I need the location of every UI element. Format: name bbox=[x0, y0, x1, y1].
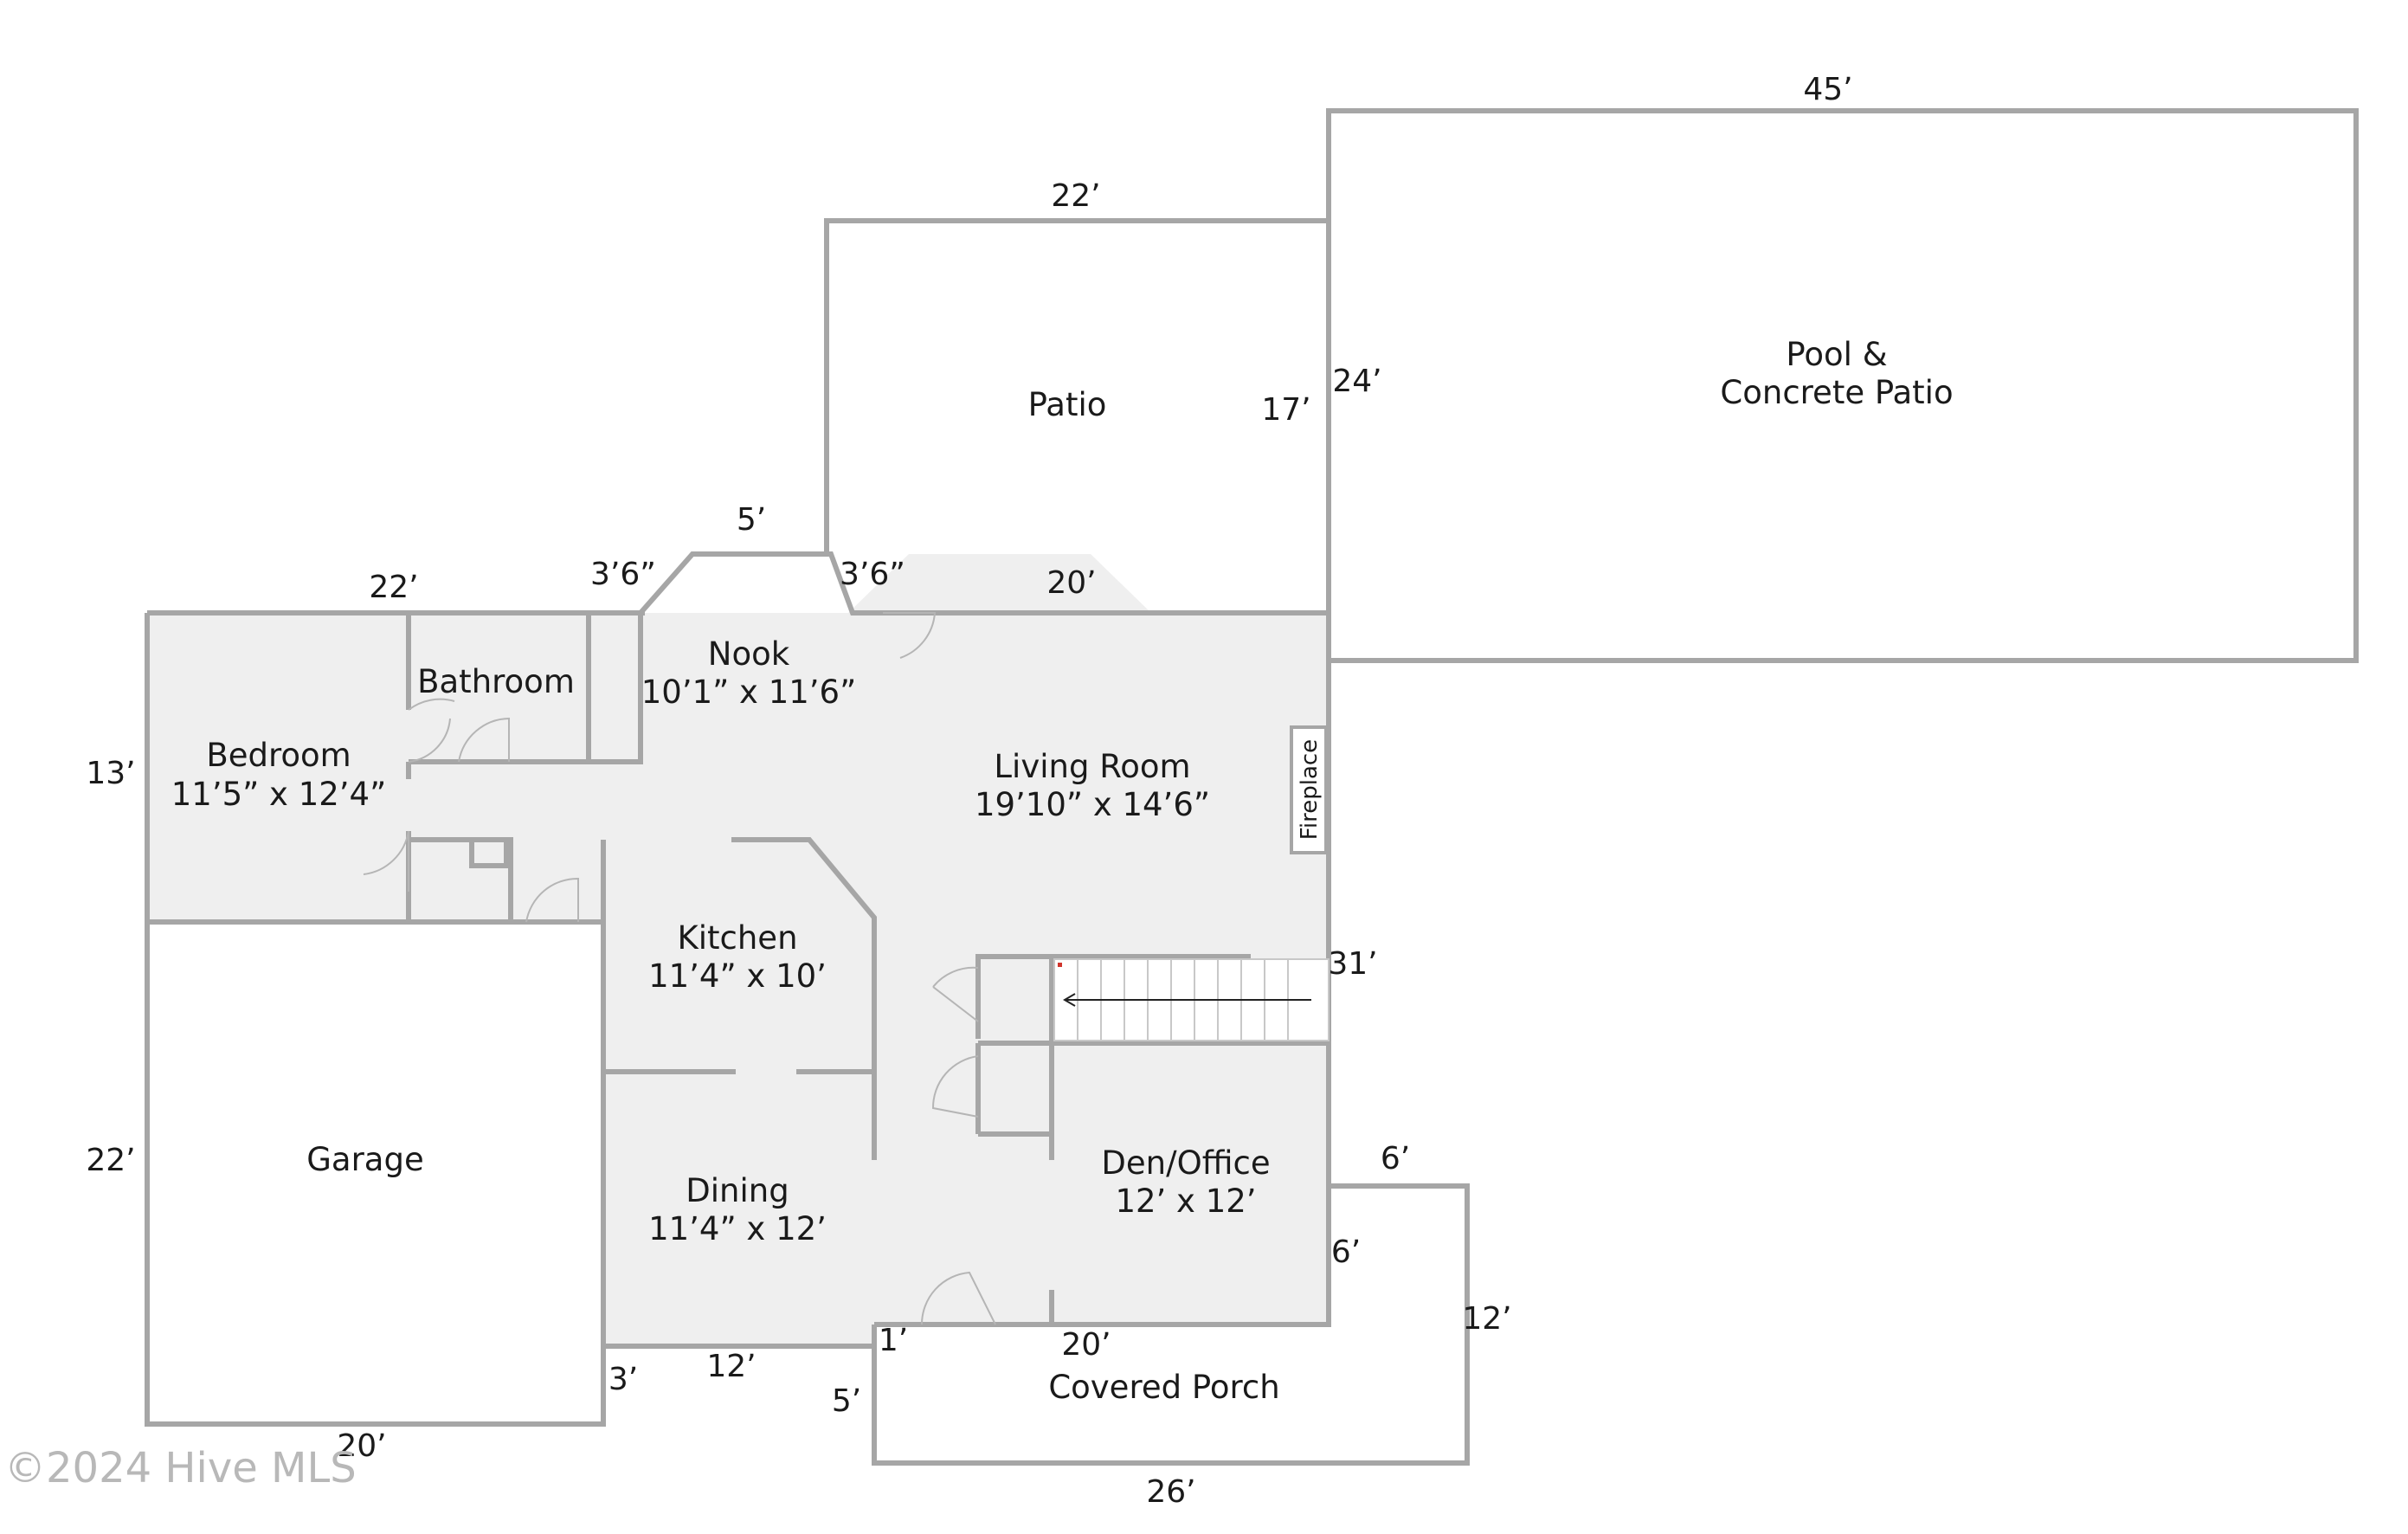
dim-nook-right-angle: 3’6” bbox=[840, 557, 905, 592]
dim-patio-top: 22’ bbox=[1051, 178, 1100, 214]
dim-porch-left: 5’ bbox=[832, 1383, 861, 1419]
living-room-size: 19’10” x 14’6” bbox=[975, 786, 1210, 823]
bedroom-size: 11’5” x 12’4” bbox=[171, 776, 387, 813]
den-office-size: 12’ x 12’ bbox=[1115, 1183, 1256, 1220]
dim-nook-left-angle: 3’6” bbox=[590, 557, 656, 592]
dim-porch-step-left: 1’ bbox=[879, 1323, 908, 1358]
dim-patio-side: 17’ bbox=[1261, 392, 1310, 428]
kitchen-size: 11’4” x 10’ bbox=[648, 957, 827, 995]
staircase bbox=[1053, 958, 1330, 1041]
dim-bedroom-left: 13’ bbox=[86, 756, 135, 791]
patio-outline bbox=[824, 218, 1331, 613]
dim-pool-top: 45’ bbox=[1803, 72, 1852, 107]
dim-porch-step-side: 6’ bbox=[1331, 1234, 1361, 1270]
bathroom-label: Bathroom bbox=[417, 663, 575, 700]
interior-floor bbox=[147, 554, 1329, 1346]
porch-outline bbox=[872, 1183, 1470, 1466]
fireplace-label: Fireplace bbox=[1297, 739, 1323, 840]
dim-nook-top: 5’ bbox=[737, 502, 766, 538]
dim-porch-bottom: 26’ bbox=[1146, 1474, 1195, 1510]
dim-dining-bottom: 12’ bbox=[706, 1349, 756, 1384]
kitchen-label: Kitchen bbox=[677, 919, 797, 957]
nook-size: 10’1” x 11’6” bbox=[641, 674, 857, 711]
dining-size: 11’4” x 12’ bbox=[648, 1210, 827, 1247]
dining-label: Dining bbox=[686, 1172, 789, 1209]
watermark: ©2024 Hive MLS bbox=[4, 1444, 357, 1492]
dim-porch-step-top: 6’ bbox=[1381, 1141, 1410, 1176]
nook-label: Nook bbox=[708, 635, 790, 673]
nook-wall bbox=[638, 551, 1331, 1327]
kitchen-counter bbox=[731, 837, 877, 1160]
dim-pool-side: 24’ bbox=[1332, 364, 1381, 399]
dim-garage-bottom: 20’ bbox=[337, 1428, 386, 1464]
dim-bed-bath-top: 22’ bbox=[369, 570, 418, 605]
dim-living-top: 20’ bbox=[1046, 565, 1096, 601]
dim-dining-step: 3’ bbox=[608, 1362, 638, 1397]
patio-label: Patio bbox=[1028, 386, 1107, 423]
living-room-label: Living Room bbox=[994, 748, 1190, 785]
stair-enclosure bbox=[975, 954, 1251, 1039]
door-swings bbox=[363, 612, 996, 1325]
dim-garage-left: 22’ bbox=[86, 1143, 135, 1178]
dim-den-bottom: 20’ bbox=[1061, 1327, 1111, 1363]
garage-label: Garage bbox=[306, 1141, 423, 1178]
closet-box bbox=[409, 837, 513, 922]
pool-label-line1: Pool & bbox=[1786, 336, 1887, 373]
den-office-label: Den/Office bbox=[1101, 1144, 1270, 1182]
covered-porch-label: Covered Porch bbox=[1048, 1369, 1279, 1406]
pool-label-line2: Concrete Patio bbox=[1720, 374, 1953, 411]
dim-right-side: 31’ bbox=[1328, 946, 1377, 982]
closet-small bbox=[469, 837, 509, 868]
bedroom-label: Bedroom bbox=[206, 737, 351, 774]
dim-porch-right: 12’ bbox=[1462, 1301, 1511, 1337]
fireplace bbox=[1290, 725, 1328, 854]
